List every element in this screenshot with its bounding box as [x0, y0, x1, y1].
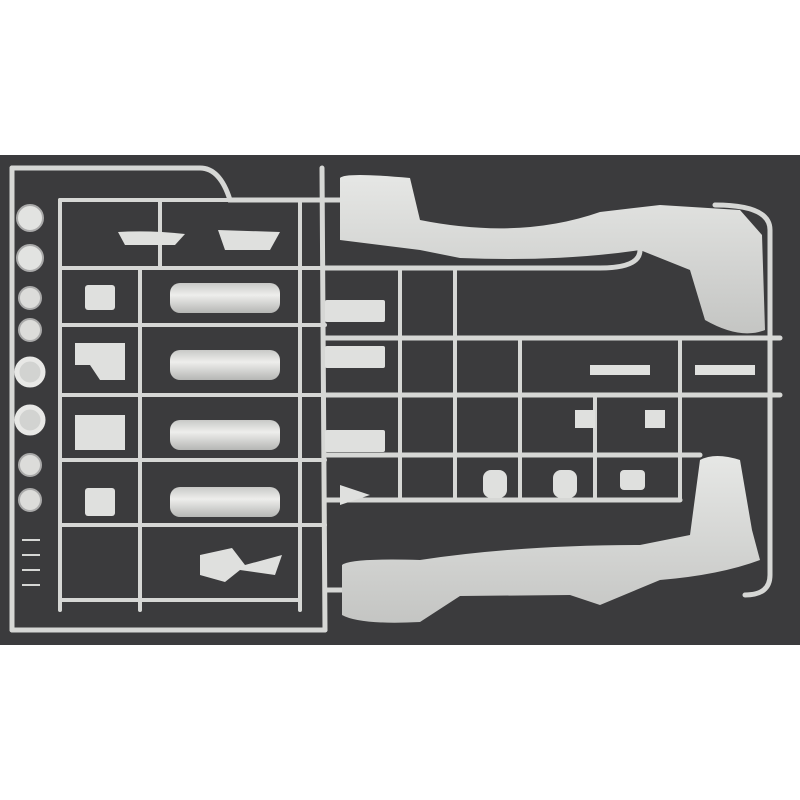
fuselage-half-top [340, 175, 765, 334]
wheel-parts [14, 204, 46, 586]
fuselage-half-bottom [342, 456, 760, 623]
engine-cylinders [170, 283, 280, 517]
small-parts [75, 230, 755, 582]
sprue-frame [9, 165, 783, 633]
